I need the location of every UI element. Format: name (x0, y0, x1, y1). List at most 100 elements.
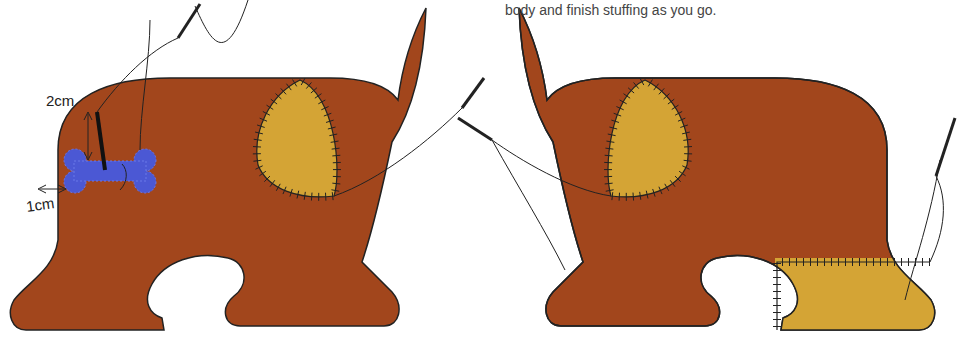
stitch-mark (286, 84, 291, 90)
stitch-mark (626, 193, 627, 201)
stitch-mark (325, 193, 326, 201)
stitch-mark (773, 263, 781, 264)
stitch-mark (653, 189, 655, 197)
stitch-mark (668, 99, 674, 104)
right-dog (458, 8, 955, 338)
stitch-mark (648, 80, 652, 87)
stitch-mark (253, 153, 261, 154)
needle (458, 118, 492, 140)
stitch-marks (253, 78, 930, 326)
stitch-mark (773, 277, 781, 278)
stitch-mark (852, 258, 853, 266)
stitch-mark (605, 148, 613, 150)
stitch-mark (672, 105, 679, 109)
thread (97, 38, 178, 112)
stitch-mark (680, 125, 688, 127)
stitch-mark (605, 155, 613, 157)
stitch-mark (678, 118, 685, 121)
stitch-mark (331, 190, 339, 191)
stitch-mark (887, 258, 888, 266)
thread (334, 108, 462, 196)
stitch-mark (773, 319, 781, 320)
stitch-mark (271, 99, 277, 104)
stitch-mark (609, 127, 617, 129)
instruction-text: body and finish stuffing as you go. (505, 2, 716, 18)
stitch-mark (604, 162, 612, 163)
stitch-mark (257, 125, 265, 127)
stitch-mark (611, 192, 613, 200)
stitch-mark (614, 113, 621, 116)
dimension-label: 1cm (25, 194, 55, 215)
stitch-mark (922, 258, 923, 266)
stitch-mark (276, 184, 280, 191)
stitch-mark (255, 166, 262, 169)
stitch-mark (315, 94, 322, 99)
stitch-mark (646, 191, 648, 199)
stitch-mark (608, 134, 616, 136)
stitch-mark (773, 291, 781, 292)
stitch-mark (773, 312, 781, 313)
stitch-mark (838, 258, 839, 266)
needle (97, 112, 105, 170)
stitch-mark (605, 183, 613, 185)
stitch-mark (253, 160, 261, 162)
stitch-mark (789, 258, 790, 266)
stitch-mark (311, 193, 313, 201)
stitch-mark (640, 78, 644, 85)
stitch-mark (929, 258, 930, 266)
dimension-label: 2cm (46, 92, 74, 109)
stitch-mark (866, 258, 867, 266)
stitch-mark (632, 193, 634, 201)
stitch-mark (782, 258, 783, 266)
thread (195, 0, 248, 43)
stitch-mark (253, 146, 261, 147)
stitch-mark (324, 113, 331, 116)
stitch-mark (682, 166, 689, 169)
stitch-mark (859, 258, 860, 266)
stitch-mark (321, 107, 328, 110)
thread (930, 176, 943, 262)
bone-patch (64, 149, 156, 193)
stitch-mark (616, 107, 623, 110)
stitch-thread (120, 164, 126, 190)
stitch-mark (331, 141, 339, 142)
thread (492, 140, 611, 196)
stitch-mark (665, 184, 669, 191)
stitch-mark (332, 148, 340, 150)
stitch-mark (675, 111, 682, 115)
stitch-mark (333, 162, 341, 163)
ear-patch (608, 80, 688, 197)
dimension-line (40, 189, 64, 190)
stitch-mark (333, 169, 341, 170)
stitch-mark (684, 146, 692, 147)
stitch-mark (659, 88, 664, 94)
stitch-mark (267, 105, 274, 109)
stitch-mark (679, 171, 686, 176)
stitch-mark (845, 258, 846, 266)
thread (140, 20, 150, 150)
stitch-mark (817, 258, 818, 266)
stitch-mark (604, 169, 612, 170)
stitch-mark (604, 176, 612, 177)
stitch-mark (326, 120, 334, 122)
stitch-mark (290, 189, 292, 197)
stitch-mark (628, 88, 634, 93)
stitch-mark (611, 120, 619, 122)
stitch-mark (328, 127, 336, 129)
ear-patch (257, 80, 337, 197)
stitch-mark (908, 258, 909, 266)
stitch-mark (670, 180, 675, 186)
dimension-line (88, 114, 89, 158)
stitch-mark (684, 160, 692, 162)
stitch-mark (654, 84, 659, 90)
stitch-mark (773, 298, 781, 299)
stitch-mark (260, 118, 267, 121)
stitch-mark (311, 88, 317, 93)
stitch-mark (283, 187, 286, 194)
stitch-mark (332, 183, 340, 185)
stitch-mark (634, 82, 639, 88)
stitch-mark (332, 192, 334, 200)
stitch-mark (824, 258, 825, 266)
stitch-mark (318, 193, 319, 201)
leg-patch (775, 258, 955, 338)
